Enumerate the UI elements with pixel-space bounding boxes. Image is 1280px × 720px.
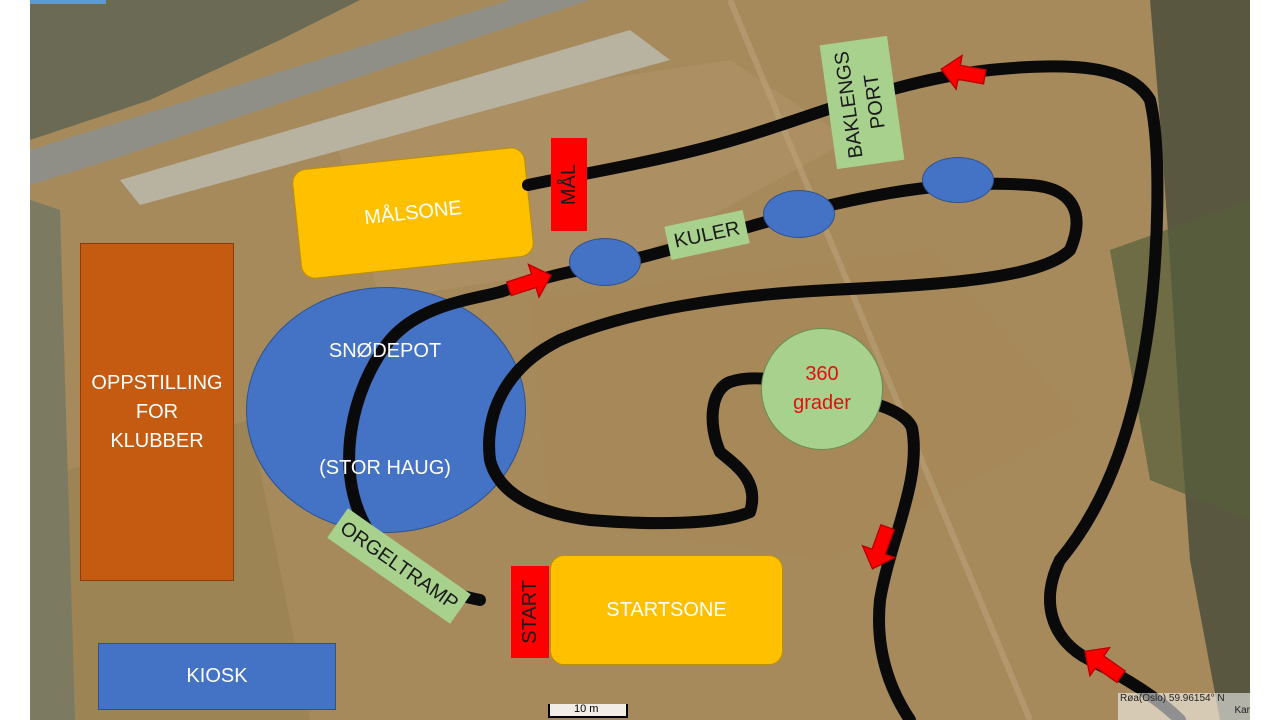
- oppstilling-label-2: FOR: [135, 400, 179, 423]
- direction-arrows: [503, 51, 1132, 692]
- scale-bar: 10 m: [548, 703, 628, 718]
- snodepot-label-2: (STOR HAUG): [319, 457, 451, 479]
- oppstilling-label-1: OPPSTILLING: [91, 371, 223, 394]
- kiosk-label: KIOSK: [186, 665, 248, 687]
- grader-label: grader: [793, 392, 851, 414]
- 360-grader-sign: 360 grader: [761, 328, 883, 450]
- coordinate-line-2: Kar: [1234, 705, 1250, 716]
- snodepot-label: SNØDEPOT (STOR HAUG): [246, 340, 524, 480]
- 360-label: 360: [805, 363, 839, 385]
- aerial-background: [30, 0, 1250, 720]
- oppstilling-zone: OPPSTILLING FOR KLUBBER: [80, 243, 234, 581]
- kiosk-zone: KIOSK: [98, 643, 336, 710]
- track-loop-segment: [483, 334, 826, 530]
- scale-label: 10 m: [574, 703, 599, 715]
- coordinate-readout: Røa(Oslo) 59.96154° N Kar: [1118, 693, 1250, 720]
- snodepot-zone: [246, 287, 526, 533]
- kule-1: [569, 238, 641, 286]
- arrow-icon: [1074, 636, 1132, 692]
- startsone-label: STARTSONE: [606, 598, 727, 621]
- corner-accent: [30, 0, 106, 4]
- course-map: OPPSTILLING FOR KLUBBER KIOSK MÅLSONE ST…: [30, 0, 1250, 720]
- oppstilling-label-3: KLUBBER: [110, 429, 204, 452]
- startsone-zone: STARTSONE: [550, 555, 783, 665]
- snodepot-label-1: SNØDEPOT: [328, 340, 442, 362]
- track-360-segment: [814, 386, 920, 720]
- kule-3: [922, 157, 994, 203]
- arrow-icon: [503, 258, 557, 306]
- arrow-icon: [855, 520, 905, 576]
- track-mal-segment: [522, 60, 1186, 720]
- arrow-icon: [937, 51, 989, 95]
- coordinate-line-1: Røa(Oslo) 59.96154° N: [1120, 693, 1225, 704]
- mal-marker: MÅL: [551, 138, 587, 231]
- kule-2: [763, 190, 835, 238]
- start-marker: START: [511, 566, 549, 658]
